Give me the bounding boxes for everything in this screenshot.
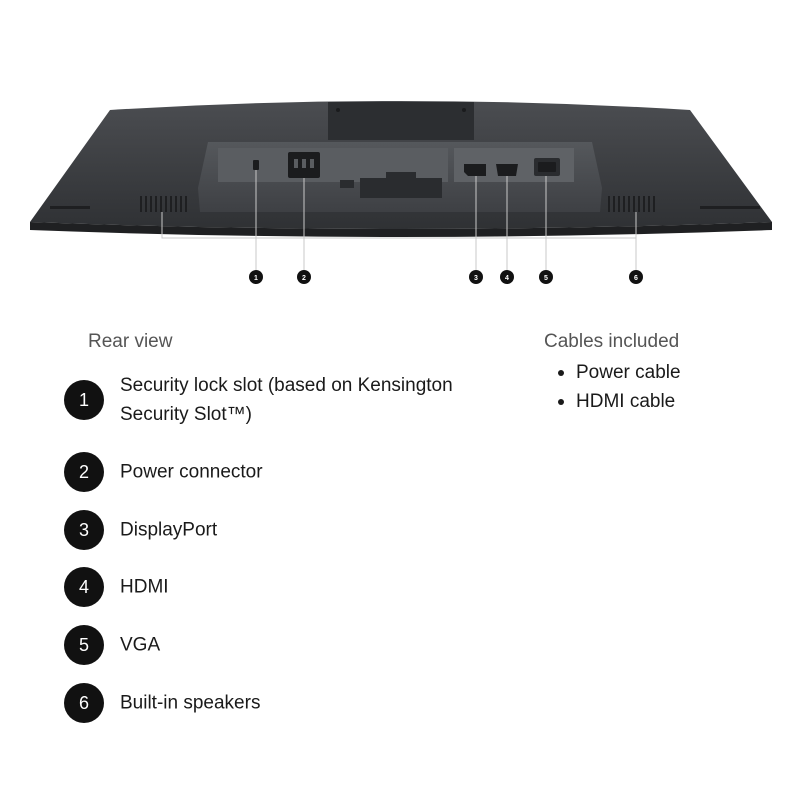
callout-2: 2 [297, 270, 311, 284]
legend-label: Security lock slot (based on Kensington … [120, 375, 453, 425]
callout-4: 4 [500, 270, 514, 284]
svg-text:4: 4 [505, 275, 509, 282]
callout-5: 5 [539, 270, 553, 284]
legend-label: VGA [120, 634, 161, 656]
number-badge: 3 [64, 510, 104, 550]
legend-item-security-lock: 1 Security lock slot (based on Kensingto… [64, 375, 504, 425]
legend-item-power-connector: 2 Power connector [64, 452, 504, 492]
callout-1: 1 [249, 270, 263, 284]
security-slot [253, 160, 259, 170]
cables-included-list: Power cable HDMI cable [556, 358, 681, 416]
legend-label: Power connector [120, 461, 263, 483]
callout-lines [161, 170, 637, 270]
speaker-grille-left [140, 196, 187, 212]
displayport-port [464, 164, 486, 176]
legend-item-vga: 5 VGA [64, 625, 504, 665]
cables-included-title: Cables included [544, 331, 680, 352]
cable-item-hdmi: HDMI cable [556, 387, 681, 416]
legend-label: HDMI [120, 576, 169, 598]
legend-label: Built-in speakers [120, 692, 261, 714]
vesa-mount [328, 102, 474, 140]
legend-label: DisplayPort [120, 519, 218, 541]
svg-text:5: 5 [544, 275, 548, 282]
legend-item-displayport: 3 DisplayPort [64, 510, 504, 550]
callout-6: 6 [629, 270, 643, 284]
number-badge: 2 [64, 452, 104, 492]
svg-text:1: 1 [254, 275, 258, 282]
number-badge: 1 [64, 380, 104, 420]
svg-text:3: 3 [474, 275, 478, 282]
speaker-grille-right [608, 196, 655, 212]
cable-label: Power cable [576, 362, 681, 383]
monitor-rear-illustration: 1 2 3 4 5 6 [30, 101, 772, 284]
number-badge: 6 [64, 683, 104, 723]
callout-3: 3 [469, 270, 483, 284]
legend-item-built-in-speakers: 6 Built-in speakers [64, 683, 504, 723]
cable-label: HDMI cable [576, 391, 676, 412]
cable-item-power: Power cable [556, 358, 681, 387]
bullet-icon [558, 370, 564, 376]
cable-clip [360, 178, 442, 198]
bullet-icon [558, 399, 564, 405]
rear-view-title: Rear view [88, 331, 173, 352]
svg-text:2: 2 [302, 275, 306, 282]
number-badge: 5 [64, 625, 104, 665]
legend-item-hdmi: 4 HDMI [64, 567, 504, 607]
svg-text:6: 6 [634, 275, 638, 282]
number-badge: 4 [64, 567, 104, 607]
hdmi-port [496, 164, 518, 176]
